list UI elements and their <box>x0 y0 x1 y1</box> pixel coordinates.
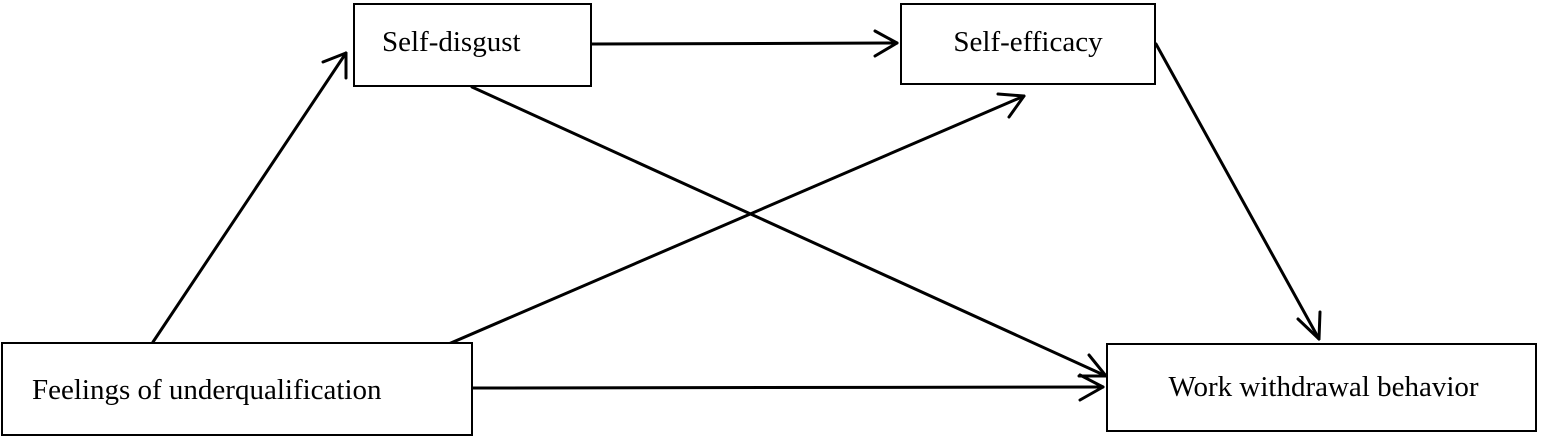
node-label-work-withdrawal-behavior: Work withdrawal behavior <box>1168 371 1479 403</box>
arrow-self-disgust-to-self-efficacy <box>590 29 899 58</box>
arrow-self-disgust-to-wwb <box>470 85 1108 378</box>
node-feelings-of-underqualification: Feelings of underqualification <box>1 342 473 436</box>
node-label-self-efficacy: Self-efficacy <box>953 25 1103 58</box>
node-label-self-disgust: Self-disgust <box>382 25 521 58</box>
node-self-efficacy: Self-efficacy <box>900 3 1156 85</box>
arrow-fou-to-wwb <box>471 373 1105 402</box>
node-work-withdrawal-behavior: Work withdrawal behavior <box>1106 343 1537 432</box>
arrow-fou-to-self-efficacy <box>363 92 1026 382</box>
node-self-disgust: Self-disgust <box>353 3 592 87</box>
arrow-self-efficacy-to-wwb <box>1154 42 1322 341</box>
arrow-fou-to-self-disgust <box>151 51 348 344</box>
node-label-feelings-of-underqualification: Feelings of underqualification <box>32 373 382 406</box>
